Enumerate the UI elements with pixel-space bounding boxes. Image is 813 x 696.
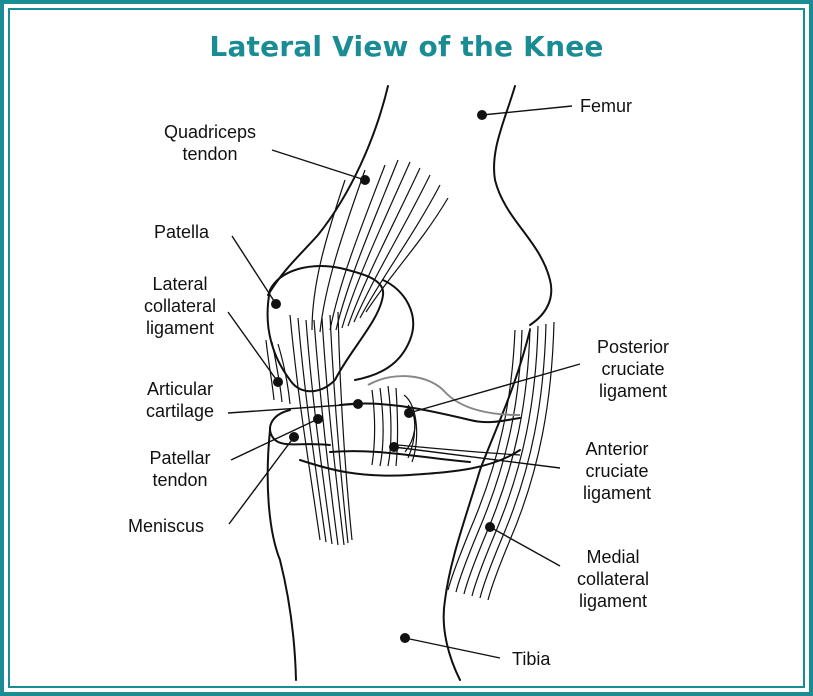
label-pcl-line2: cruciate — [578, 358, 688, 380]
label-femur-text: Femur — [580, 95, 632, 117]
femoral-condyle — [355, 280, 413, 380]
label-lateral-collateral-ligament: Lateral collateral ligament — [125, 273, 235, 339]
label-pcl-line3: ligament — [578, 380, 688, 402]
femur-right-outline — [494, 86, 551, 325]
label-meniscus-text: Meniscus — [128, 515, 204, 537]
femur-dot — [477, 110, 487, 120]
acl-dot — [389, 442, 399, 452]
label-tibia-text: Tibia — [512, 648, 550, 670]
patellar-tendon-dot — [313, 414, 323, 424]
lcl-dot — [273, 377, 283, 387]
label-pcl-line1: Posterior — [578, 336, 688, 358]
label-acl-line2: cruciate — [562, 460, 672, 482]
label-quad-line1: Quadriceps — [130, 121, 290, 143]
quadriceps-dot — [360, 175, 370, 185]
label-dots — [271, 110, 495, 643]
lateral-collateral-fibers — [266, 340, 290, 404]
label-acl-line1: Anterior — [562, 438, 672, 460]
label-posterior-cruciate-ligament: Posterior cruciate ligament — [578, 336, 688, 402]
joint-line-lower — [330, 451, 470, 462]
label-lcl-line3: ligament — [125, 317, 235, 339]
label-anterior-cruciate-ligament: Anterior cruciate ligament — [562, 438, 672, 504]
mcl-dot — [485, 522, 495, 532]
label-pt-line1: Patellar — [130, 447, 230, 469]
label-meniscus: Meniscus — [128, 515, 204, 537]
label-articular-cartilage: Articular cartilage — [125, 378, 235, 422]
femur-outline — [268, 86, 388, 295]
label-art-line2: cartilage — [125, 400, 235, 422]
label-patella: Patella — [154, 221, 209, 243]
tibia-dot — [400, 633, 410, 643]
label-lcl-line1: Lateral — [125, 273, 235, 295]
label-pt-line2: tendon — [130, 469, 230, 491]
label-acl-line3: ligament — [562, 482, 672, 504]
meniscus-dot — [289, 432, 299, 442]
label-patellar-tendon: Patellar tendon — [130, 447, 230, 491]
label-mcl-line1: Medial — [558, 546, 668, 568]
label-art-line1: Articular — [125, 378, 235, 400]
label-patella-text: Patella — [154, 221, 209, 243]
articular-dot — [353, 399, 363, 409]
label-quadriceps-tendon: Quadriceps tendon — [130, 121, 290, 165]
pcl-dot — [404, 408, 414, 418]
label-mcl-line2: collateral — [558, 568, 668, 590]
patella-dot — [271, 299, 281, 309]
label-medial-collateral-ligament: Medial collateral ligament — [558, 546, 668, 612]
label-mcl-line3: ligament — [558, 590, 668, 612]
label-lcl-line2: collateral — [125, 295, 235, 317]
label-quad-line2: tendon — [130, 143, 290, 165]
label-femur: Femur — [580, 95, 632, 117]
label-tibia: Tibia — [512, 648, 550, 670]
